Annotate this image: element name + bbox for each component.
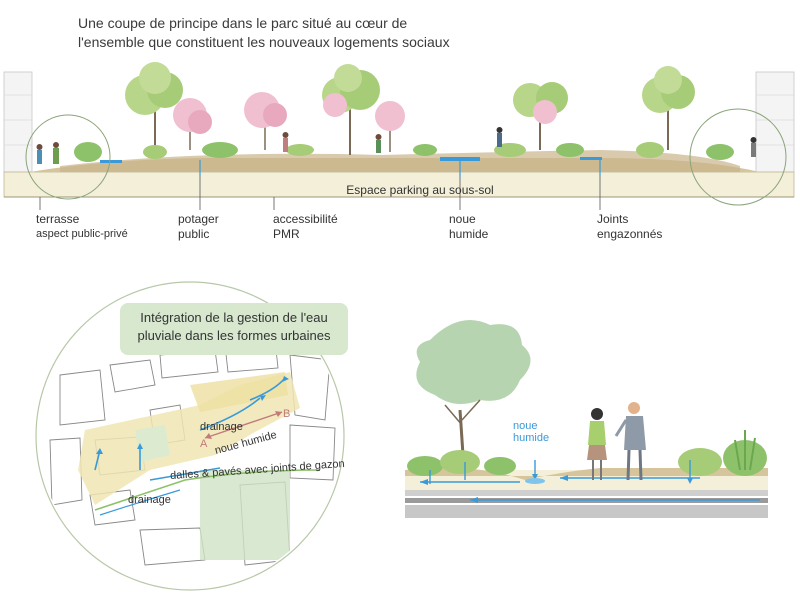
urban-map [49,339,336,566]
parking-label: Espace parking au sous-sol [346,183,494,197]
focus-circle-right [689,108,787,206]
detail-label-noue: noue humide [513,420,549,444]
label-terrasse-line1: terrasse [36,212,80,226]
label-terrasse-line2: aspect public-privé [36,228,128,240]
label-accessibilite-line2: PMR [273,227,300,241]
label-terrasse: terrasse aspect public-privé [36,212,128,242]
detail-noue-line1: noue [513,420,538,432]
title-line-2: l'ensemble que constituent les nouveaux … [78,34,450,50]
page-title: Une coupe de principe dans le parc situé… [78,14,498,52]
label-accessibilite-line1: accessibilité [273,212,338,226]
label-potager-line2: public [178,227,210,241]
callout-line-2: pluviale dans les formes urbaines [137,328,331,343]
label-joints-line2: engazonnés [597,227,663,241]
focus-circle-left [25,114,111,200]
callout-line-1: Intégration de la gestion de l'eau [140,310,328,325]
detail-noue-line2: humide [513,432,550,444]
water-management-callout: Intégration de la gestion de l'eau pluvi… [120,303,348,355]
label-noue-line1: noue [449,212,476,226]
label-noue: noue humide [449,212,488,242]
label-accessibilite: accessibilité PMR [273,212,338,242]
building-left [3,71,33,173]
map-point-b: B [283,408,291,420]
trees-section [125,62,695,155]
map-label-drainage-bottom: drainage [128,494,171,506]
label-potager-line1: potager [178,212,219,226]
label-joints: Joints engazonnés [597,212,662,242]
label-joints-line1: Joints [597,212,629,226]
detail-illustration [405,320,768,518]
map-label-drainage-top: drainage [200,421,243,433]
people-section [36,127,757,164]
label-noue-line2: humide [449,227,489,241]
label-potager: potager public [178,212,219,242]
title-line-1: Une coupe de principe dans le parc situé… [78,15,408,31]
map-point-a: A [200,438,208,450]
building-right [755,71,795,173]
